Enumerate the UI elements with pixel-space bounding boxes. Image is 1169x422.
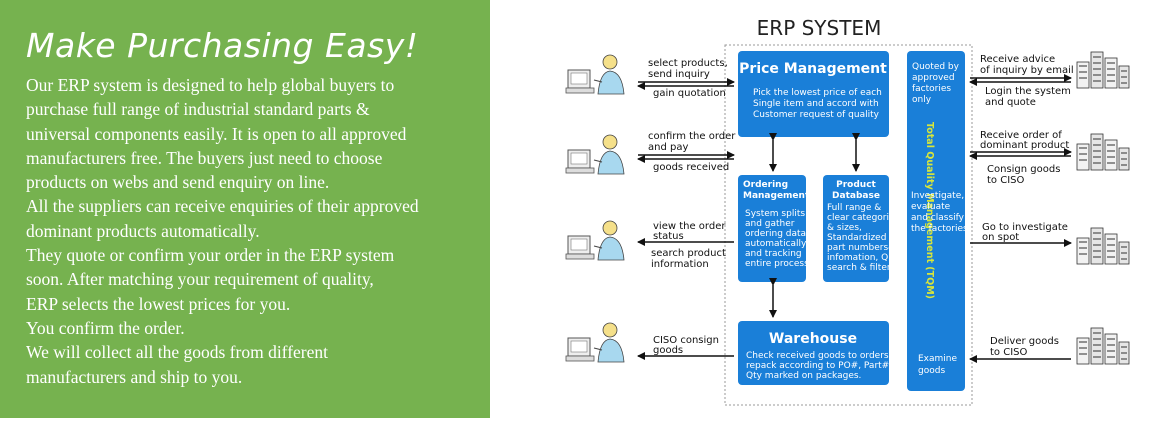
buyer-flow-label: select products, — [648, 58, 728, 69]
ordering-management-line: and tracking — [745, 249, 802, 259]
buyer-flow-label: status — [653, 231, 684, 242]
product-database-line: Full range & — [827, 203, 881, 213]
buyer-computer-icon — [565, 220, 625, 261]
intro-panel: Make Purchasing Easy! Our ERP system is … — [0, 0, 490, 418]
tqm-top-line: factories — [912, 84, 951, 94]
buyer-flow-label: view the order — [653, 221, 726, 232]
tqm-top-line: approved — [912, 73, 955, 83]
price-management-line: Single item and accord with — [753, 99, 879, 109]
warehouse-title: Warehouse — [769, 331, 857, 347]
tqm-top-line: Quoted by — [912, 62, 960, 72]
supplier-arrows — [969, 74, 1072, 363]
buyer-flow-label: and pay — [648, 142, 688, 153]
supplier-flow-label: of inquiry by email — [980, 65, 1074, 76]
internal-arrows — [769, 133, 860, 318]
product-database-line: Standardized — [827, 233, 886, 243]
tqm-mid-line: the factories — [911, 224, 968, 234]
price-management-title: Price Management — [739, 61, 887, 77]
product-database-line: part numbers& — [827, 243, 895, 253]
supplier-flow-label: Receive advice — [980, 54, 1055, 65]
supplier-flow-label: Deliver goods — [990, 336, 1059, 347]
ordering-management-title: Ordering — [743, 180, 788, 190]
ordering-management-box — [738, 175, 806, 282]
ordering-management-line: entire process — [745, 259, 809, 269]
paragraph-line: ERP selects the lowest prices for you. — [26, 293, 291, 314]
paragraph-line: manufacturers and ship to you. — [26, 366, 243, 387]
supplier-flow-label: on spot — [982, 232, 1019, 243]
paragraph-line: All the suppliers can receive enquiries … — [26, 196, 419, 217]
supplier-flow-label: to CISO — [987, 175, 1024, 186]
ordering-management-line: automatically — [745, 239, 807, 249]
ordering-management-line: ordering data — [745, 229, 806, 239]
paragraph-line: soon. After matching your requirement of… — [26, 269, 374, 290]
paragraph-line: dominant products automatically. — [26, 220, 260, 241]
factory-icon — [1076, 327, 1130, 365]
buyer-flow-label: goods received — [653, 162, 729, 173]
tqm-bottom-line: Examine — [918, 354, 957, 364]
price-management-box — [738, 51, 889, 137]
warehouse-box — [738, 321, 889, 385]
erp-diagram: ERP SYSTEM Price Management Pick the low… — [565, 16, 1130, 406]
product-database-line: & sizes, — [827, 223, 862, 233]
erp-system-boundary — [724, 44, 973, 406]
erp-diagram-panel: ERP SYSTEM Price Management Pick the low… — [490, 0, 1169, 418]
paragraph-line: They quote or confirm your order in the … — [26, 245, 395, 266]
tqm-top-line: only — [912, 95, 932, 105]
supplier-flow-label: Login the system — [985, 86, 1071, 97]
buyer-flow-label: gain quotation — [653, 88, 726, 99]
ordering-management-line: System splits — [745, 209, 805, 219]
price-management-line: Pick the lowest price of each — [753, 88, 882, 98]
headline: Make Purchasing Easy! — [26, 26, 419, 65]
paragraph-line: purchase full range of industrial standa… — [26, 99, 370, 120]
factory-icon — [1076, 133, 1130, 171]
factory-icon — [1076, 51, 1130, 89]
buyer-computer-icon — [565, 54, 625, 95]
buyer-flow-label: send inquiry — [648, 69, 710, 80]
price-management-line: Customer request of quality — [753, 110, 880, 120]
product-database-line: search & filter — [827, 263, 891, 273]
buyer-flow-label: CISO consign — [653, 335, 719, 346]
buyer-computer-icon — [565, 134, 625, 175]
paragraph-line: We will collect all the goods from diffe… — [26, 342, 328, 363]
buyer-flow-label: information — [651, 259, 709, 270]
diagram-title: ERP SYSTEM — [757, 16, 882, 40]
warehouse-line: Check received goods to orders, — [746, 351, 891, 361]
supplier-flow-label: Receive order of — [980, 130, 1062, 141]
supplier-flow-label: dominant product — [980, 140, 1069, 151]
supplier-flow-label: Go to investigate — [982, 222, 1068, 233]
product-database-line: clear categories — [827, 213, 900, 223]
supplier-flow-label: Consign goods — [987, 164, 1060, 175]
buyer-flow-label: goods — [653, 345, 683, 356]
warehouse-line: Qty marked on packages. — [746, 371, 861, 381]
product-database-title: Database — [832, 191, 880, 201]
paragraph-line: products on webs and send enquiry on lin… — [26, 172, 330, 193]
paragraph-line: manufacturers free. The buyers just need… — [26, 147, 383, 168]
paragraph-line: universal components easily. It is open … — [26, 123, 407, 144]
paragraph-line: You confirm the order. — [26, 317, 185, 338]
ordering-management-title: Management — [743, 191, 810, 201]
tqm-mid-line: Investigate, — [911, 191, 964, 201]
product-database-box — [823, 175, 889, 282]
paragraph-line: Our ERP system is designed to help globa… — [26, 75, 395, 95]
supplier-flow-label: and quote — [985, 97, 1036, 108]
tqm-mid-line: and classify — [911, 213, 965, 223]
supplier-flow-label: to CISO — [990, 347, 1027, 358]
buyer-flow-label: confirm the order — [648, 131, 736, 142]
warehouse-line: repack according to PO#, Part# & — [746, 361, 899, 371]
tqm-mid-line: evaluate — [911, 202, 951, 212]
tqm-column — [907, 51, 965, 391]
product-database-title: Product — [836, 180, 876, 190]
product-database-line: infomation, Quick — [827, 253, 907, 263]
buyer-arrows — [637, 78, 735, 360]
factory-icon — [1076, 227, 1130, 265]
tqm-bottom-line: goods — [918, 366, 945, 376]
ordering-management-line: and gather — [745, 219, 795, 229]
buyer-flow-label: search product — [651, 248, 726, 259]
tqm-vertical-label: Total Quality Management (TQM) — [924, 122, 935, 299]
intro-paragraph: Our ERP system is designed to help globa… — [26, 73, 468, 389]
buyer-computer-icon — [565, 322, 625, 363]
